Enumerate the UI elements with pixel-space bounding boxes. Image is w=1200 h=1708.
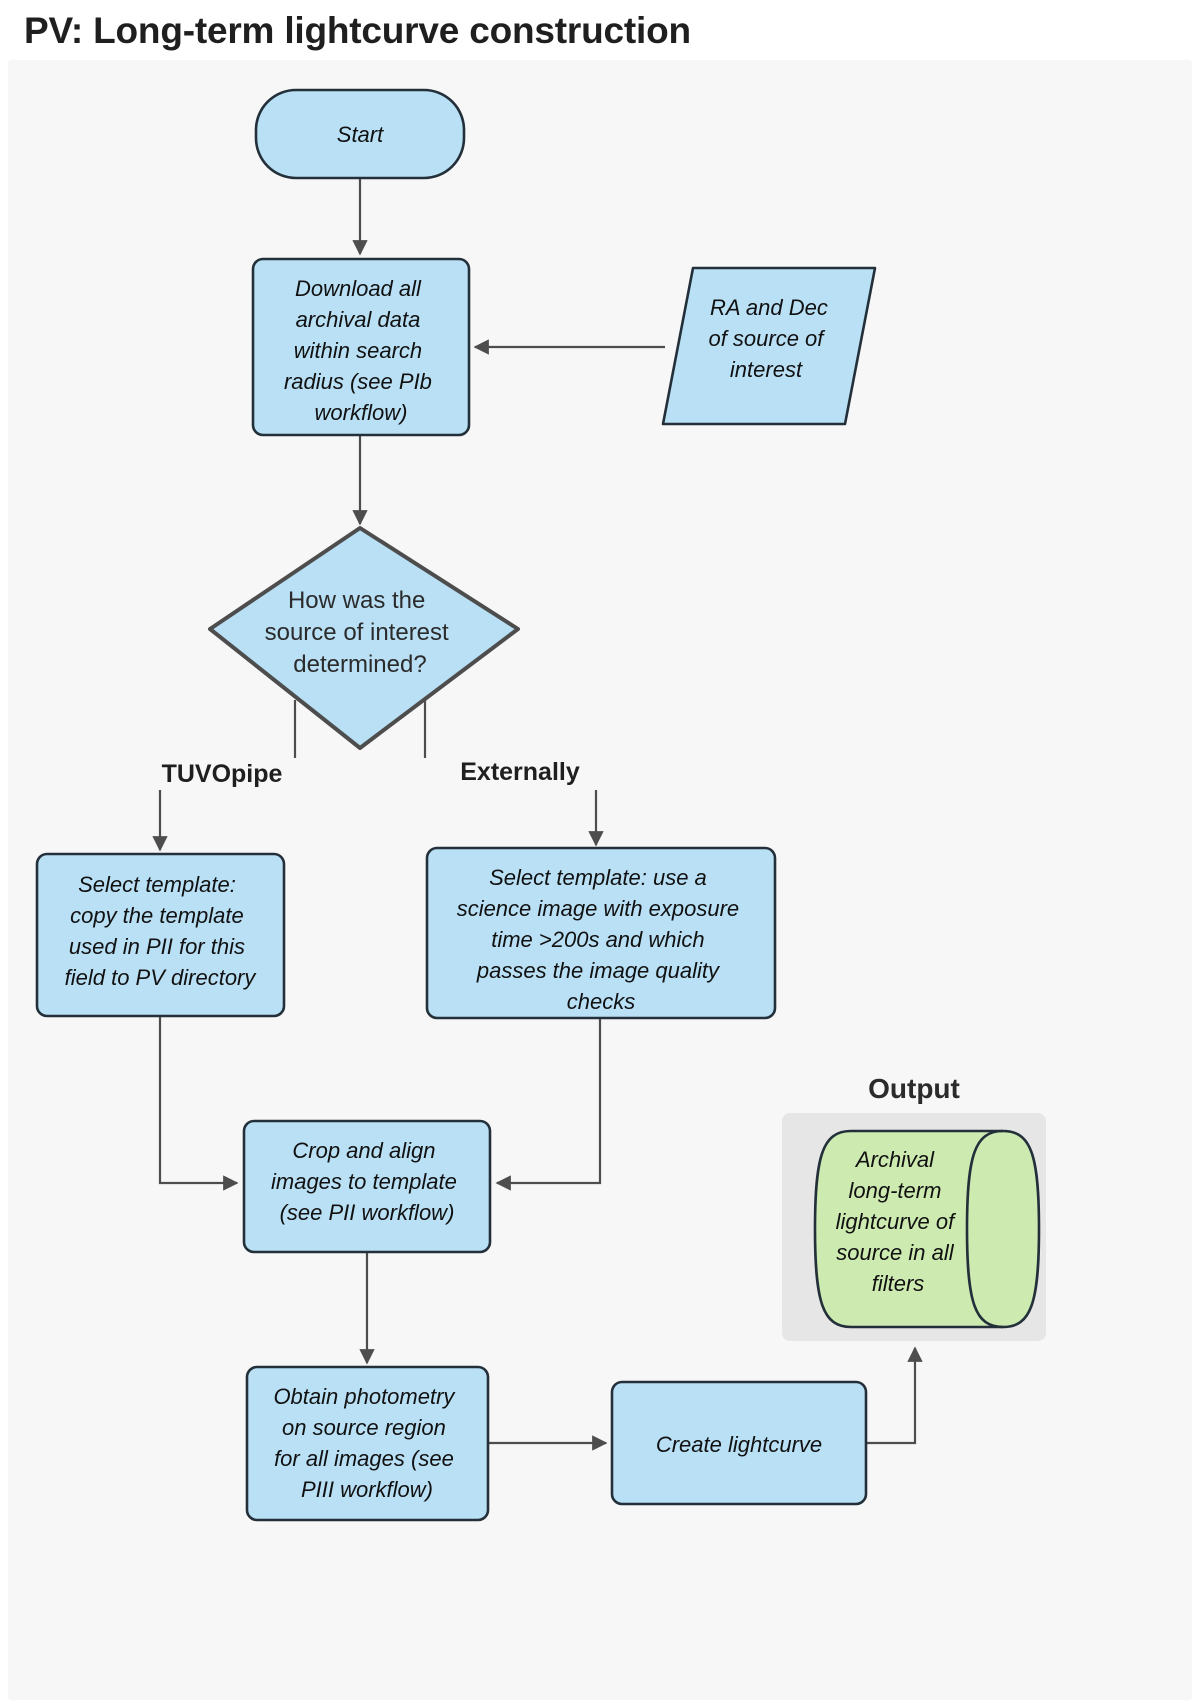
node-crop-align[interactable]: Crop and align images to template (see P… — [242, 1119, 492, 1254]
node-template-external[interactable]: Select template: use a science image wit… — [425, 846, 777, 1020]
node-radec-label: RA and Dec of source of interest — [708, 295, 834, 382]
edge-external-crop — [495, 1018, 602, 1191]
node-radec[interactable]: RA and Dec of source of interest — [661, 266, 877, 426]
node-decision-shape[interactable] — [208, 526, 520, 750]
edge-tuvopipe-crop — [158, 1016, 239, 1191]
node-radec-shape[interactable] — [661, 266, 877, 426]
node-create-lightcurve-shape[interactable] — [610, 1380, 868, 1506]
node-template-external-shape[interactable] — [425, 846, 777, 1020]
node-download-shape[interactable] — [251, 257, 471, 437]
node-output-cylinder-cap — [965, 1129, 1004, 1329]
node-template-tuvopipe-label: Select template: copy the template used … — [65, 872, 258, 990]
edges-layer — [152, 178, 923, 1451]
node-start-label: Start — [337, 122, 384, 147]
node-download[interactable]: Download all archival data within search… — [251, 257, 471, 437]
node-template-tuvopipe[interactable]: Select template: copy the template used … — [35, 852, 286, 1018]
node-photometry-shape[interactable] — [245, 1365, 490, 1522]
page-title: PV: Long-term lightcurve construction — [24, 10, 691, 51]
node-create-lightcurve[interactable]: Create lightcurve — [610, 1380, 868, 1506]
node-photometry-label: Obtain photometry on source region for a… — [273, 1384, 460, 1502]
node-decision-label: How was the source of interest determine… — [265, 587, 456, 678]
node-crop-align-shape[interactable] — [242, 1119, 492, 1254]
node-create-lightcurve-label: Create lightcurve — [656, 1432, 822, 1457]
node-decision[interactable]: How was the source of interest determine… — [208, 526, 520, 750]
node-template-external-label: Select template: use a science image wit… — [457, 865, 746, 1014]
node-start-shape[interactable] — [254, 88, 466, 180]
output-group-label: Output — [868, 1073, 960, 1104]
node-template-tuvopipe-shape[interactable] — [35, 852, 286, 1018]
node-start[interactable]: Start — [254, 88, 466, 180]
node-output-cylinder-label: Archival long-term lightcurve of source … — [836, 1147, 961, 1296]
node-photometry[interactable]: Obtain photometry on source region for a… — [245, 1365, 490, 1522]
edge-label-externally: Externally — [460, 758, 580, 786]
node-download-label: Download all archival data within search… — [284, 276, 438, 425]
node-crop-align-label: Crop and align images to template (see P… — [271, 1138, 463, 1225]
edge-label-tuvopipe: TUVOpipe — [162, 760, 283, 788]
edge-create-output — [866, 1346, 923, 1445]
node-output-cylinder[interactable]: Archival long-term lightcurve of source … — [813, 1129, 1041, 1329]
